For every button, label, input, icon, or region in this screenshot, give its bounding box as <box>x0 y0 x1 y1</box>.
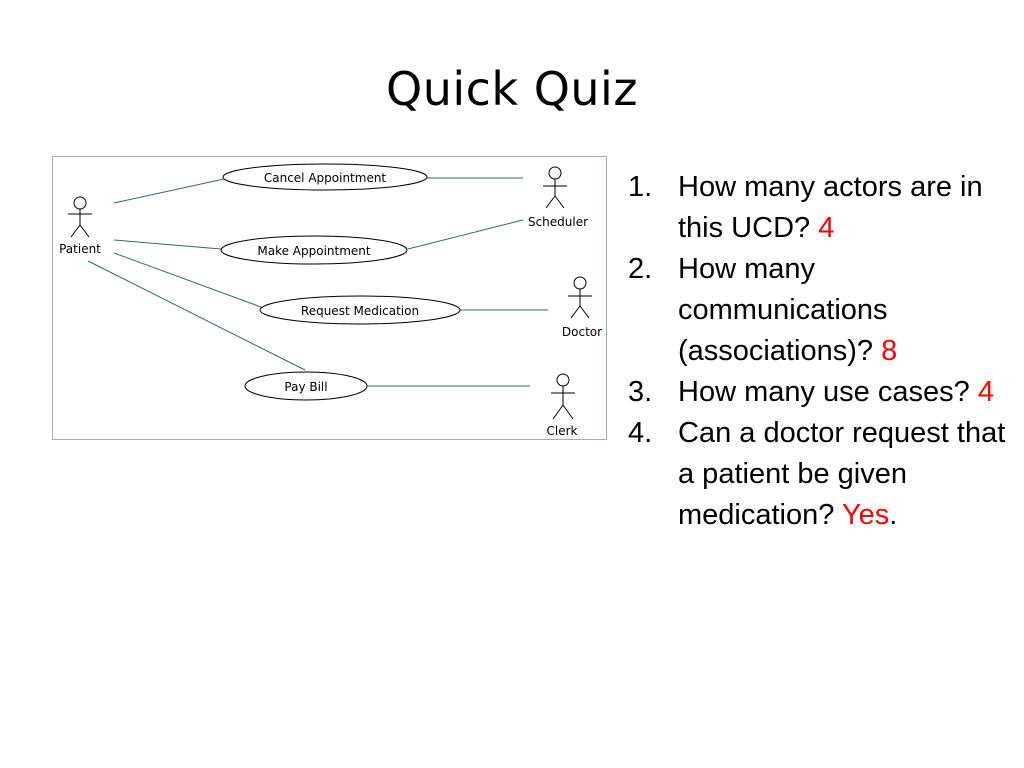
slide-title: Quick Quiz <box>386 62 638 116</box>
use-case-request-medication[interactable]: Request Medication <box>259 295 461 325</box>
quiz-question-3: 3. How many use cases? 4 <box>628 372 1008 413</box>
association-patient-make <box>113 239 222 250</box>
question-text: How many communications (associations)? <box>678 253 888 367</box>
actor-clerk[interactable]: Clerk <box>547 373 578 438</box>
question-answer: 4 <box>977 376 994 408</box>
quiz-question-2: 2. How many communications (associations… <box>628 249 1008 372</box>
actor-patient-label: Patient <box>59 242 101 256</box>
quiz-question-list: 1. How many actors are in this UCD? 4 2.… <box>628 167 1008 536</box>
question-number: 4. <box>628 417 653 449</box>
quiz-question-4: 4. Can a doctor request that a patient b… <box>628 413 1008 536</box>
association-patient-cancel <box>113 178 225 204</box>
use-case-pay-bill[interactable]: Pay Bill <box>244 371 368 401</box>
question-answer: Yes <box>841 499 890 531</box>
question-suffix: . <box>889 499 898 531</box>
use-case-pay-label: Pay Bill <box>284 380 327 394</box>
use-case-diagram: Cancel Appointment Make Appointment Requ… <box>52 156 607 440</box>
question-number: 3. <box>628 376 653 408</box>
use-case-request-label: Request Medication <box>301 304 419 318</box>
association-patient-request <box>113 252 262 308</box>
actor-patient[interactable]: Patient <box>59 196 101 256</box>
stick-figure-icon <box>551 373 575 420</box>
actor-doctor[interactable]: Doctor <box>562 276 602 339</box>
quiz-question-1: 1. How many actors are in this UCD? 4 <box>628 167 1008 249</box>
actor-clerk-label: Clerk <box>547 424 578 438</box>
stick-figure-icon <box>568 276 592 319</box>
question-text: Can a doctor request that a patient be g… <box>678 417 1006 531</box>
question-text: How many use cases? <box>678 376 978 408</box>
question-answer: 4 <box>818 212 835 244</box>
actor-scheduler[interactable]: Scheduler <box>528 166 588 229</box>
use-case-cancel-label: Cancel Appointment <box>264 171 387 185</box>
question-number: 1. <box>628 171 653 203</box>
use-case-make-label: Make Appointment <box>257 244 371 258</box>
use-case-cancel-appointment[interactable]: Cancel Appointment <box>222 163 428 191</box>
use-case-make-appointment[interactable]: Make Appointment <box>220 235 408 265</box>
actor-doctor-label: Doctor <box>562 325 602 339</box>
association-patient-pay <box>87 260 306 371</box>
question-text: How many actors are in this UCD? <box>678 171 983 244</box>
association-make-scheduler <box>407 219 524 250</box>
actor-scheduler-label: Scheduler <box>528 215 588 229</box>
question-answer: 8 <box>881 335 898 367</box>
question-number: 2. <box>628 253 653 285</box>
stick-figure-icon <box>543 166 567 209</box>
stick-figure-icon <box>68 196 92 238</box>
